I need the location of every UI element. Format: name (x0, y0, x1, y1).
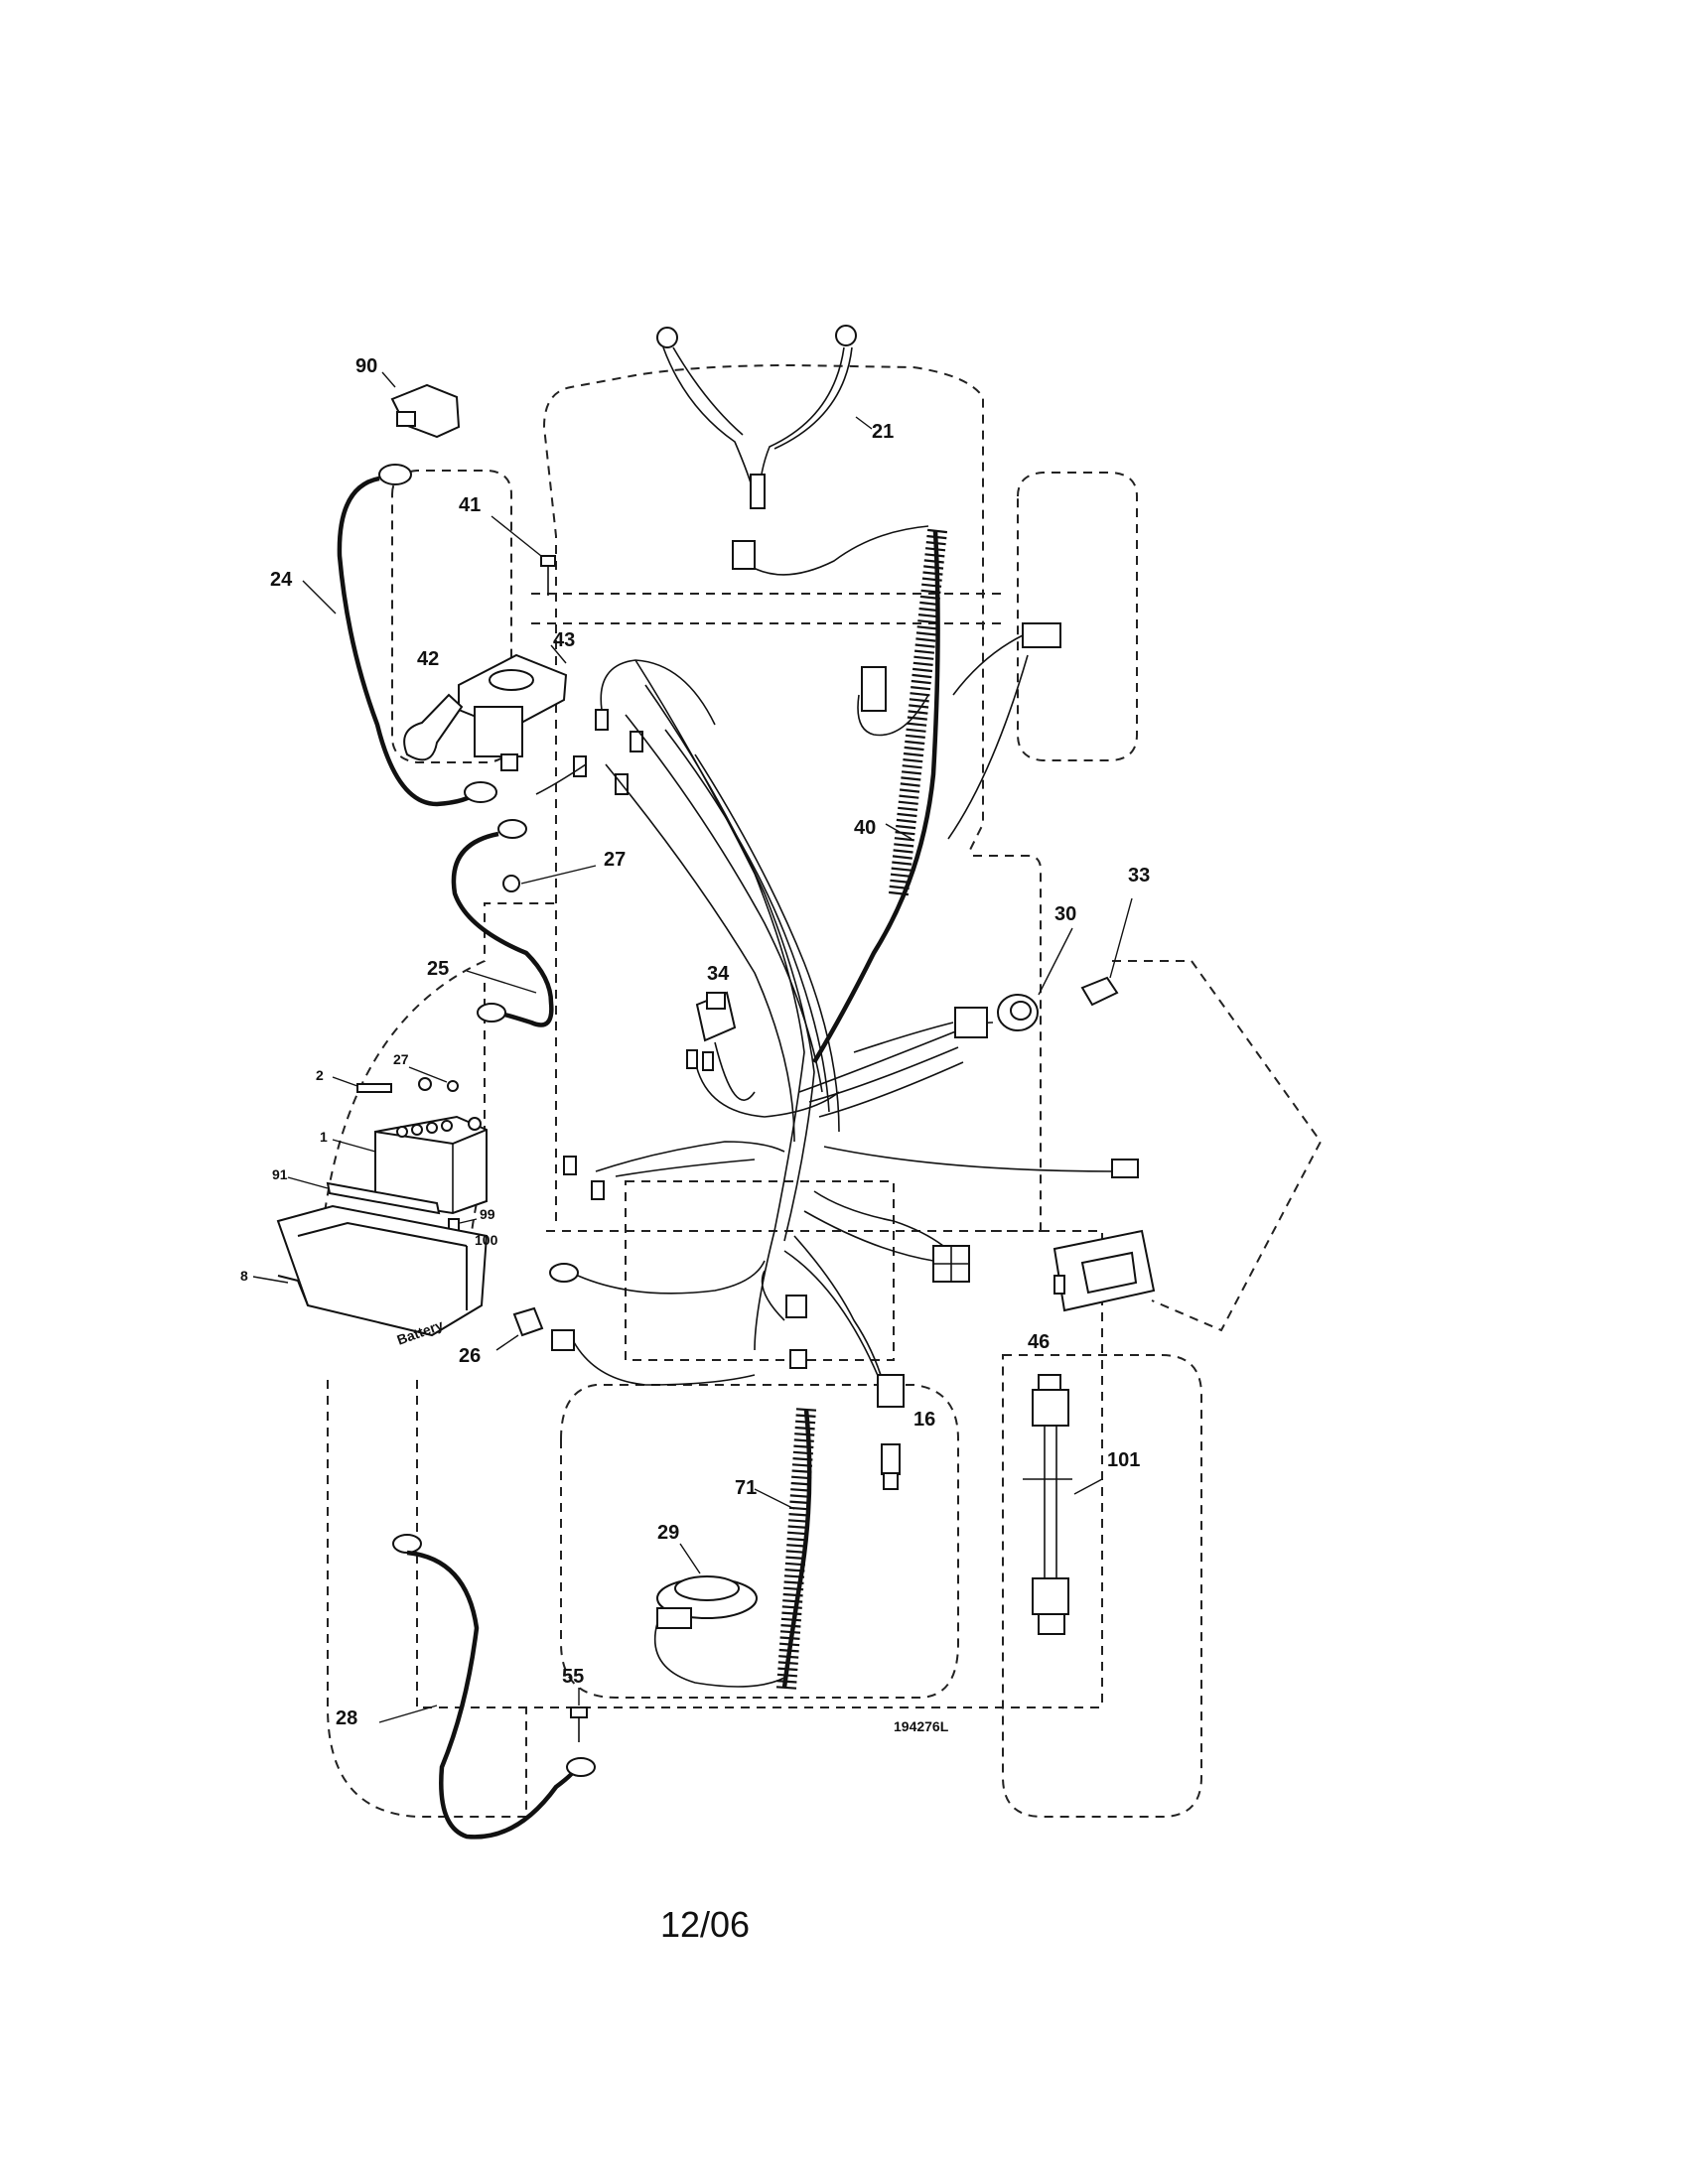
solenoid-43 (458, 644, 568, 771)
switch-33 (1080, 897, 1133, 1007)
callout-25: 25 (427, 958, 449, 980)
callout-99: 99 (480, 1206, 495, 1222)
callout-27b: 27 (393, 1051, 409, 1067)
cable-24 (302, 464, 497, 807)
connector-26 (495, 1306, 756, 1386)
callout-21: 21 (872, 421, 894, 443)
center-connectors (785, 1295, 905, 1408)
callout-71: 71 (735, 1477, 757, 1499)
bolt-2 (332, 1076, 392, 1093)
ground-ring (549, 1260, 766, 1295)
revision-date: 12/06 (659, 1904, 751, 1945)
callout-100: 100 (475, 1232, 498, 1248)
wire-bundle (595, 659, 1118, 1391)
connector-16 (881, 1443, 901, 1490)
washer-27a (502, 865, 597, 892)
drawing-number: 194276L (894, 1718, 949, 1734)
callout-8: 8 (240, 1268, 248, 1284)
callout-90: 90 (355, 355, 377, 377)
callout-1: 1 (320, 1129, 328, 1145)
bolt-55 (570, 1688, 588, 1742)
callout-40: 40 (854, 817, 876, 839)
switch-34 (686, 991, 840, 1118)
boot-42 (403, 693, 464, 761)
harness-connectors-left (563, 1156, 605, 1200)
key-switch-connector (853, 1007, 988, 1053)
headlight-harness (656, 325, 873, 509)
callout-42: 42 (417, 648, 439, 670)
key-switch-30 (997, 927, 1073, 1031)
callout-91: 91 (272, 1166, 288, 1182)
six-pin-connector (932, 1245, 970, 1283)
callout-101: 101 (1107, 1449, 1140, 1471)
callout-27a: 27 (604, 849, 626, 871)
battery-1 (332, 1115, 488, 1215)
cable-28 (378, 1534, 596, 1840)
callout-29: 29 (657, 1522, 679, 1544)
harness-71 (754, 1408, 817, 1690)
cable-25 (451, 819, 554, 1027)
callout-28: 28 (336, 1707, 357, 1729)
callout-30: 30 (1054, 903, 1076, 925)
harness-101 (1023, 1374, 1103, 1635)
harness-plug-right (1111, 1159, 1139, 1178)
switch-46 (1052, 1229, 1156, 1312)
callout-16: 16 (913, 1409, 935, 1431)
nut-27b (408, 1066, 459, 1092)
callout-41: 41 (459, 494, 481, 516)
callout-2: 2 (316, 1067, 324, 1083)
callout-55: 55 (562, 1666, 584, 1688)
callout-26: 26 (459, 1345, 481, 1367)
seat-switch-29 (653, 1543, 785, 1688)
callout-24: 24 (270, 569, 293, 591)
harness-connectors-upper (535, 659, 716, 795)
battery-tray-8 (252, 1204, 489, 1337)
callout-34: 34 (707, 963, 730, 985)
part-90-boot (381, 371, 461, 439)
callout-43: 43 (553, 629, 575, 651)
bolt-41 (491, 515, 556, 596)
strap-91 (287, 1176, 441, 1215)
main-harness-40 (732, 525, 1061, 1064)
callout-33: 33 (1128, 865, 1150, 887)
callout-46: 46 (1028, 1331, 1050, 1353)
callout-labels: 90 21 41 24 42 43 40 27 33 30 25 34 2 27… (240, 355, 1150, 1734)
